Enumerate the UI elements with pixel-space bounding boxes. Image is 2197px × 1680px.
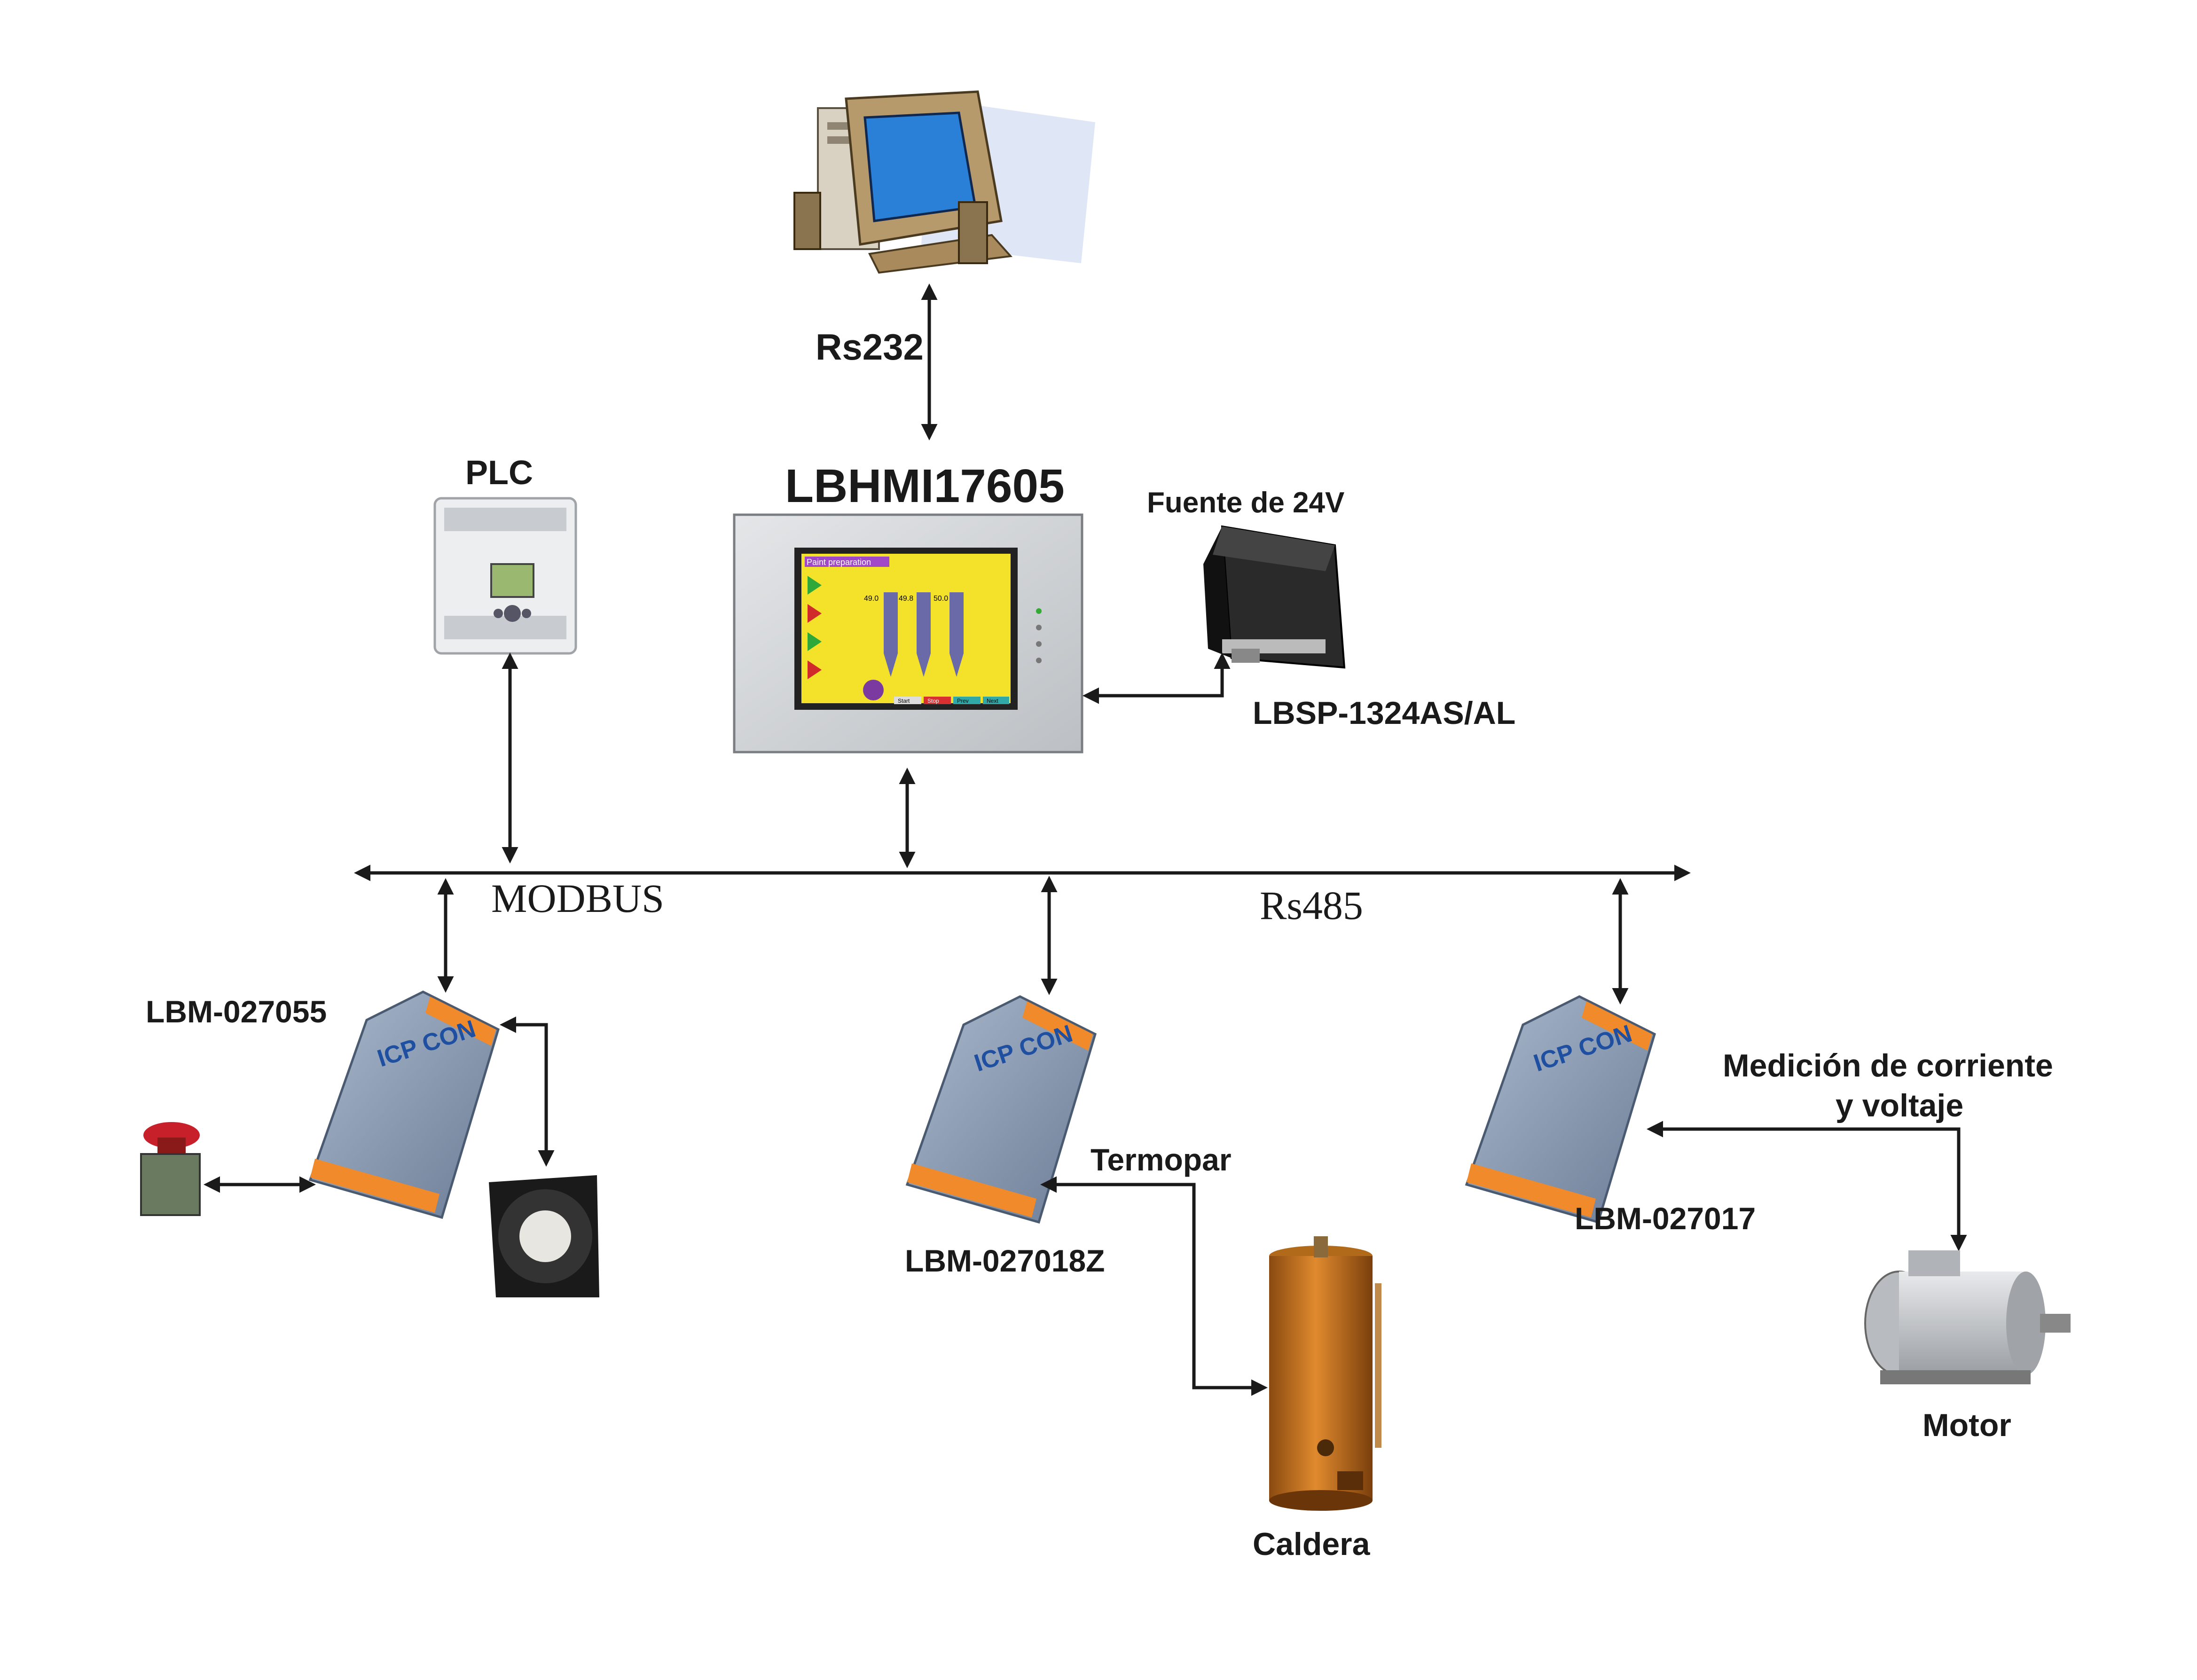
medicion-label-line1: Medición de corriente [1723, 1048, 2053, 1083]
rs232-label: Rs232 [816, 326, 924, 368]
power-model: LBSP-1324AS/AL [1253, 695, 1515, 731]
motor-icon [1864, 1250, 2071, 1384]
termopar-link [1040, 1176, 1268, 1396]
hmi-readout-2: 49.8 [899, 595, 913, 603]
tank-icon [884, 592, 964, 677]
fan-icon [489, 1175, 599, 1297]
hmi-btn-prev [953, 697, 981, 704]
hmi-btn-next-label: Next [987, 698, 998, 704]
termopar-label: Termopar [1091, 1142, 1232, 1177]
power-supply-icon [1203, 525, 1346, 669]
io-module-icon: ICP CON [905, 995, 1097, 1224]
hmi-screen-title: Paint preparation [807, 557, 871, 567]
modbus-label: MODBUS [491, 876, 664, 921]
boiler-icon [1269, 1236, 1381, 1511]
pump-icon [863, 680, 884, 700]
hmi-btn-stop [924, 697, 951, 704]
hmi-readout-1: 49.0 [864, 595, 879, 603]
module1-label: LBM-027055 [146, 994, 327, 1029]
hmi-readout-3: 50.0 [934, 595, 948, 603]
medicion-label-line2: y voltaje [1836, 1088, 1963, 1123]
hmi-title: LBHMI17605 [785, 460, 1065, 512]
hmi-panel-icon: Paint preparation 49.0 49.8 50.0 Start S… [733, 513, 1083, 754]
computer-icon [793, 90, 1095, 274]
hmi-btn-start [894, 697, 921, 704]
motor-label: Motor [1922, 1407, 2011, 1443]
rs485-label: Rs485 [1260, 883, 1363, 928]
hmi-btn-stop-label: Stop [927, 698, 939, 704]
hmi-btn-start-label: Start [898, 698, 910, 704]
motor-link [1647, 1121, 1967, 1251]
hmi-btn-prev-label: Prev [957, 698, 969, 704]
plc-label: PLC [465, 454, 533, 492]
valve-icons [808, 576, 822, 679]
module3-label: LBM-027017 [1575, 1201, 1756, 1236]
caldera-label: Caldera [1253, 1526, 1371, 1562]
hmi-btn-next [983, 697, 1009, 704]
fan-link [500, 1016, 555, 1167]
power-title: Fuente de 24V [1147, 487, 1344, 519]
io-module-icon: ICP CON [308, 990, 500, 1219]
power-link [1083, 652, 1231, 704]
module2-label: LBM-027018Z [905, 1243, 1105, 1278]
emergency-button-icon [140, 1122, 201, 1216]
io-module-icon: ICP CON [1465, 995, 1656, 1224]
plc-icon [433, 497, 577, 655]
